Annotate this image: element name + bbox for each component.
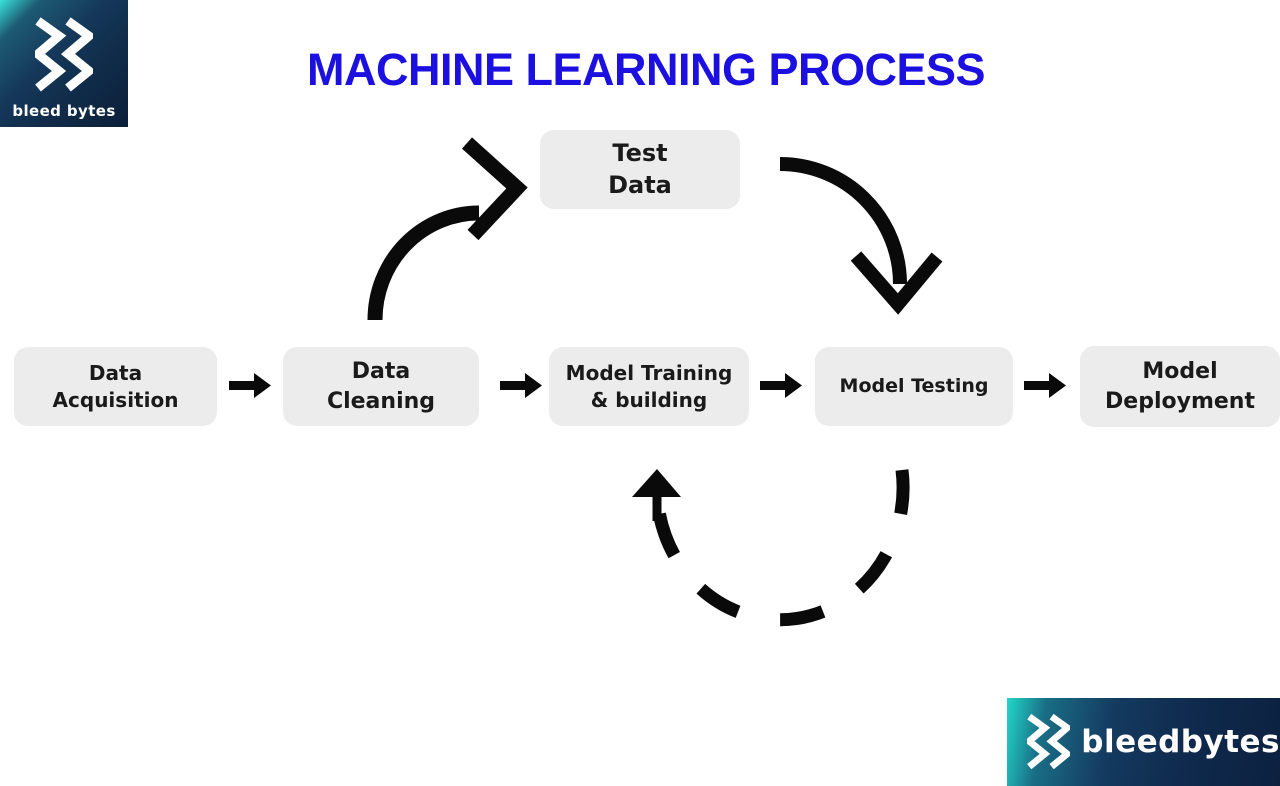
step-label-line: Model Testing: [839, 374, 989, 397]
step-label-line: Cleaning: [326, 388, 436, 414]
arrow-testing-to-deployment-icon: [1024, 373, 1066, 398]
brand-name-large: bleedbytes: [1081, 724, 1280, 760]
curved-arrow-cleaning-to-test-data-icon: [367, 137, 528, 321]
brand-name-small: bleed bytes: [12, 102, 116, 120]
test-data-line: Data: [608, 170, 672, 199]
bleedbytes-zigzag-icon: [35, 17, 93, 92]
step-box-data-cleaning: Data Cleaning: [283, 347, 479, 426]
step-box-data-acquisition: Data Acquisition: [14, 347, 217, 426]
step-label-line: Data: [88, 361, 143, 386]
bleedbytes-banner-bottom-right: bleedbytes: [1007, 698, 1280, 786]
curved-arrow-test-data-to-model-testing-icon: [779, 157, 943, 315]
arrow-acquisition-to-cleaning-icon: [229, 373, 271, 398]
step-label-line: Deployment: [1105, 388, 1255, 414]
arrow-training-to-testing-icon: [760, 373, 802, 398]
step-label-line: Model: [1142, 359, 1218, 385]
step-label-line: Model Training: [565, 361, 733, 386]
step-box-model-testing: Model Testing: [815, 347, 1013, 426]
step-label-line: Data: [351, 359, 411, 385]
bleedbytes-zigzag-icon: [1027, 713, 1071, 770]
page-title: MACHINE LEARNING PROCESS: [306, 44, 986, 95]
test-data-box: Test Data: [540, 130, 740, 209]
step-label-line: & building: [590, 387, 708, 412]
step-box-model-deployment: Model Deployment: [1080, 346, 1280, 427]
arrow-cleaning-to-training-icon: [500, 373, 542, 398]
step-box-model-training-building: Model Training & building: [549, 347, 749, 426]
test-data-line: Test: [612, 138, 668, 167]
bleedbytes-badge-top-left: bleed bytes: [0, 0, 128, 127]
step-label-line: Acquisition: [52, 387, 179, 412]
dashed-feedback-arrow-icon: [632, 469, 910, 627]
